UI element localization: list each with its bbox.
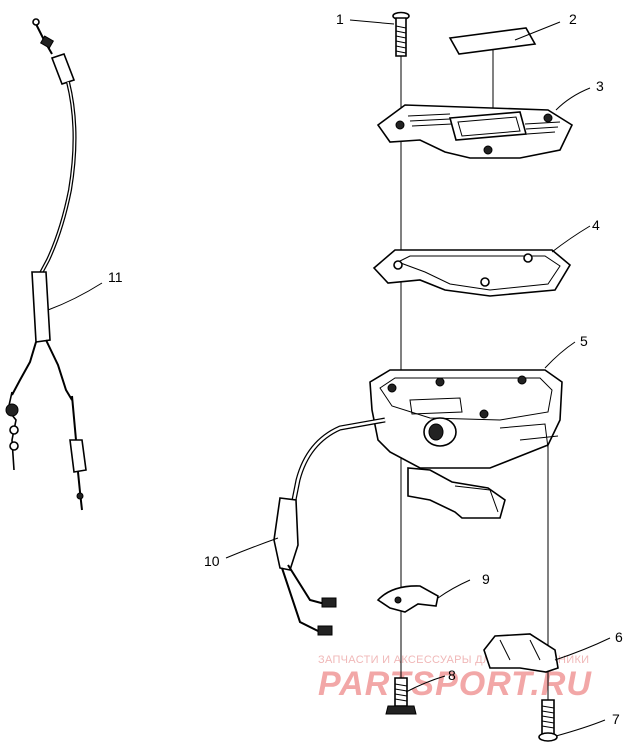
callout-8: 8: [448, 667, 456, 683]
leader-line-7: [555, 719, 606, 737]
part-9-clip: [376, 585, 439, 613]
callout-11: 11: [108, 269, 123, 285]
callout-2: 2: [569, 11, 577, 27]
callout-7: 7: [612, 711, 620, 727]
part-5-throttle-housing: [369, 369, 563, 519]
leader-line-9: [437, 579, 471, 599]
leader-line-1: [349, 19, 395, 25]
callout-10: 10: [204, 553, 220, 569]
leader-line-3: [555, 87, 591, 111]
callout-1: 1: [336, 11, 344, 27]
callout-3: 3: [596, 78, 604, 94]
leader-line-11: [47, 282, 103, 311]
leader-line-2: [514, 21, 561, 41]
leader-line-4: [551, 225, 591, 253]
callout-5: 5: [580, 333, 588, 349]
part-11-throttle-cable: [5, 18, 87, 511]
leader-line-10: [225, 537, 279, 559]
leader-line-8: [405, 675, 446, 693]
part-3-cover-plate: [376, 104, 574, 159]
part-7-screw: [538, 699, 558, 742]
part-1-screw: [392, 11, 410, 57]
part-6-bracket: [483, 633, 559, 673]
callout-4: 4: [592, 217, 600, 233]
part-4-gasket: [372, 249, 572, 297]
callout-9: 9: [482, 571, 490, 587]
part-10-wire-harness: [273, 417, 386, 636]
leader-line-5: [544, 341, 576, 369]
part-2-decal: [448, 27, 537, 55]
leader-line-6: [554, 637, 611, 661]
part-8-screw: [385, 677, 417, 715]
callout-6: 6: [615, 629, 623, 645]
